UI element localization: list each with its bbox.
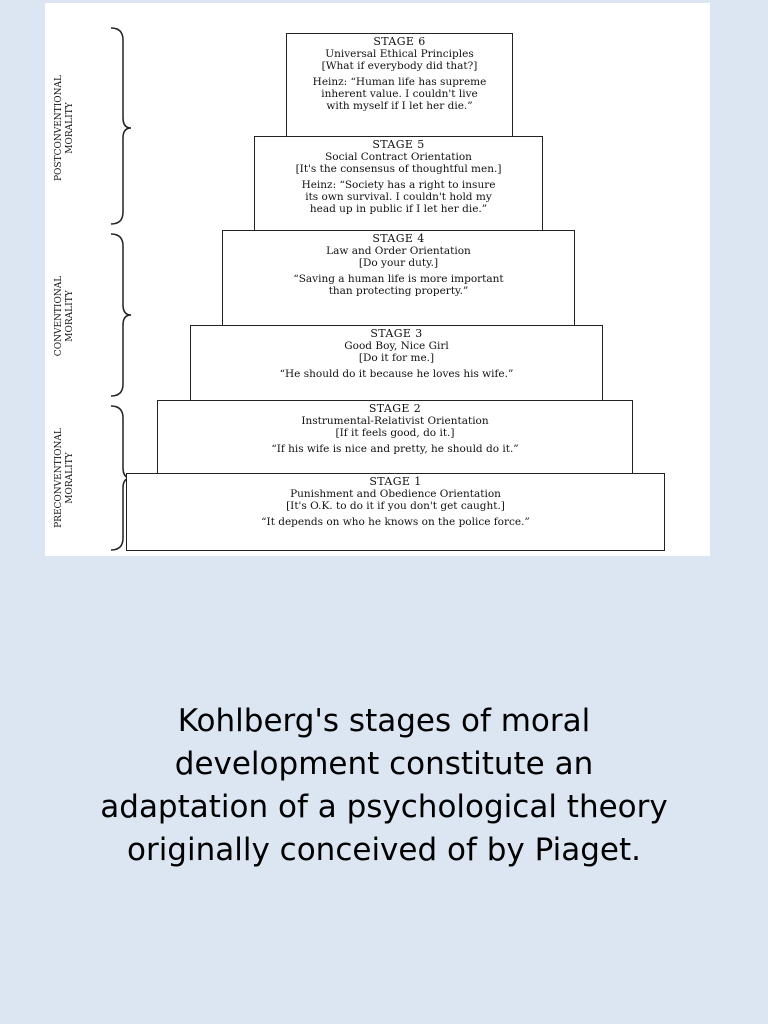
stage-3-motto: [Do it for me.] xyxy=(358,352,435,364)
stage-5-box: STAGE 5 Social Contract Orientation [It'… xyxy=(254,136,543,231)
stage-2-name: Instrumental-Relativist Orientation xyxy=(301,415,489,427)
stage-6-motto: [What if everybody did that?] xyxy=(321,60,478,72)
level-label-preconventional: PRECONVENTIONAL MORALITY xyxy=(45,403,85,553)
stage-3-quote: “He should do it because he loves his wi… xyxy=(279,368,514,380)
stage-2-motto: [If it feels good, do it.] xyxy=(335,427,455,439)
stage-3-box: STAGE 3 Good Boy, Nice Girl [Do it for m… xyxy=(190,325,603,401)
stage-3-name: Good Boy, Nice Girl xyxy=(344,340,449,352)
slide-caption: Kohlberg's stages of moral development c… xyxy=(100,703,668,868)
stage-4-motto: [Do your duty.] xyxy=(358,257,439,269)
stage-6-box: STAGE 6 Universal Ethical Principles [Wh… xyxy=(286,33,513,137)
stage-1-motto: [It's O.K. to do it if you don't get cau… xyxy=(286,500,505,512)
stage-1-quote: “It depends on who he knows on the polic… xyxy=(261,516,530,528)
bracket-postconventional xyxy=(110,27,132,225)
stage-5-quote: Heinz: “Society has a right to insure it… xyxy=(301,179,496,215)
stage-5-motto: [It's the consensus of thoughtful men.] xyxy=(295,163,502,175)
stage-6-name: Universal Ethical Principles xyxy=(325,48,474,60)
stage-2-quote: “If his wife is nice and pretty, he shou… xyxy=(271,443,519,455)
stage-1-name: Punishment and Obedience Orientation xyxy=(290,488,501,500)
stage-4-quote: “Saving a human life is more important t… xyxy=(293,273,504,297)
stage-5-name: Social Contract Orientation xyxy=(325,151,472,163)
kohlberg-stages-figure: POSTCONVENTIONAL MORALITY CONVENTIONAL M… xyxy=(45,3,710,556)
stage-4-title: STAGE 4 xyxy=(372,232,425,245)
stage-6-quote: Heinz: “Human life has supreme inherent … xyxy=(312,76,487,112)
stage-2-box: STAGE 2 Instrumental-Relativist Orientat… xyxy=(157,400,633,474)
stage-5-title: STAGE 5 xyxy=(372,138,425,151)
stage-4-name: Law and Order Orientation xyxy=(326,245,471,257)
stage-3-title: STAGE 3 xyxy=(370,327,423,340)
bracket-conventional xyxy=(110,233,132,397)
stage-1-title: STAGE 1 xyxy=(369,475,422,488)
stage-6-title: STAGE 6 xyxy=(373,35,426,48)
level-label-conventional: CONVENTIONAL MORALITY xyxy=(45,233,85,398)
level-postconventional-text: POSTCONVENTIONAL MORALITY xyxy=(54,75,75,181)
stage-4-box: STAGE 4 Law and Order Orientation [Do yo… xyxy=(222,230,575,326)
stage-1-box: STAGE 1 Punishment and Obedience Orienta… xyxy=(126,473,665,551)
level-label-postconventional: POSTCONVENTIONAL MORALITY xyxy=(45,28,85,228)
level-preconventional-text: PRECONVENTIONAL MORALITY xyxy=(54,428,75,528)
stage-2-title: STAGE 2 xyxy=(368,402,422,415)
